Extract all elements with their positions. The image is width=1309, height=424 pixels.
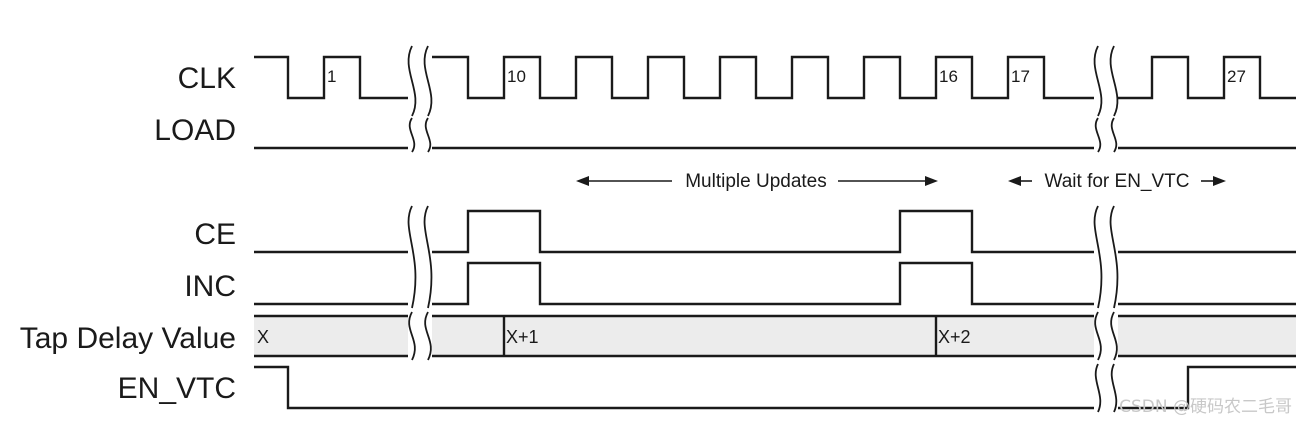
tap-value-x: X [257, 327, 269, 347]
inc-signal-label: INC [184, 270, 236, 303]
clk-cycle-label-16: 16 [939, 67, 958, 86]
ce-waveform [254, 209, 1296, 254]
clk-cycle-label-17: 17 [1011, 67, 1030, 86]
multiple-updates-text: Multiple Updates [685, 171, 827, 192]
clk-cycle-label-10: 10 [507, 67, 526, 86]
clk-cycle-label-27: 27 [1227, 67, 1246, 86]
tap-delay-value-label: Tap Delay Value [20, 322, 236, 355]
multiple-updates-annotation: Multiple Updates [576, 171, 938, 192]
en-vtc-signal-label: EN_VTC [118, 372, 236, 405]
tap-value-x-plus-1: X+1 [506, 327, 539, 347]
clk-signal-label: CLK [178, 62, 236, 95]
time-break-marker-right [1093, 45, 1119, 413]
time-break-marker-left [407, 45, 433, 361]
csdn-watermark: CSDN @硬码农二毛哥 [1119, 397, 1292, 417]
clk-waveform [254, 55, 1296, 100]
wait-for-en-vtc-annotation: Wait for EN_VTC [1008, 171, 1226, 192]
tap-value-x-plus-2: X+2 [938, 327, 971, 347]
ce-signal-label: CE [194, 218, 236, 251]
inc-waveform [254, 261, 1296, 306]
clk-cycle-label-1: 1 [327, 67, 336, 86]
wait-for-en-vtc-text: Wait for EN_VTC [1045, 171, 1190, 192]
en-vtc-waveform [254, 365, 1296, 410]
tap-delay-bus [254, 314, 1296, 358]
load-signal-label: LOAD [154, 114, 236, 147]
